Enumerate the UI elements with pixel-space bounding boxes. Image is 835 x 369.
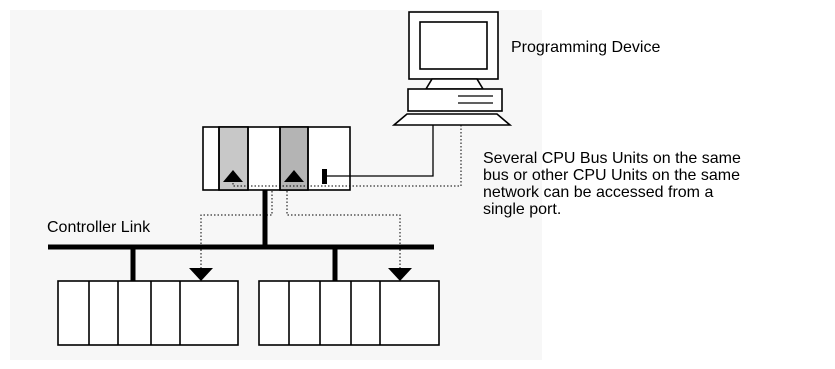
arrow-down-icon <box>189 268 213 281</box>
port-icon <box>322 169 327 184</box>
access-note: Several CPU Bus Units on the same bus or… <box>483 150 741 218</box>
arrow-down-icon <box>388 268 412 281</box>
path-to-left-rack <box>200 191 273 271</box>
access-note-line: network can be accessed from a <box>483 184 714 201</box>
access-note-line: Several CPU Bus Units on the same <box>483 150 741 167</box>
controller-link-label: Controller Link <box>47 219 151 236</box>
path-to-bus-units <box>232 125 462 187</box>
arrow-up-icon <box>284 170 304 182</box>
programming-device-label: Programming Device <box>511 39 661 56</box>
monitor-stand <box>424 78 485 90</box>
rack-frame <box>57 280 239 346</box>
access-paths <box>200 125 462 271</box>
access-note-line: bus or other CPU Units on the same <box>483 167 741 184</box>
left-plc-rack <box>57 280 239 346</box>
arrow-up-icon <box>223 170 243 182</box>
path-to-right-rack <box>286 191 401 271</box>
controller-link-bus <box>48 190 434 281</box>
rack-frame <box>258 280 440 346</box>
computer-icon <box>391 11 513 126</box>
monitor-icon <box>408 11 499 90</box>
system-unit-body <box>407 88 503 112</box>
access-note-line: single port. <box>483 201 562 218</box>
monitor-screen <box>419 21 488 70</box>
serial-cable <box>325 125 434 177</box>
keyboard-icon <box>391 113 513 126</box>
system-unit <box>407 88 503 112</box>
right-plc-rack <box>258 280 440 346</box>
